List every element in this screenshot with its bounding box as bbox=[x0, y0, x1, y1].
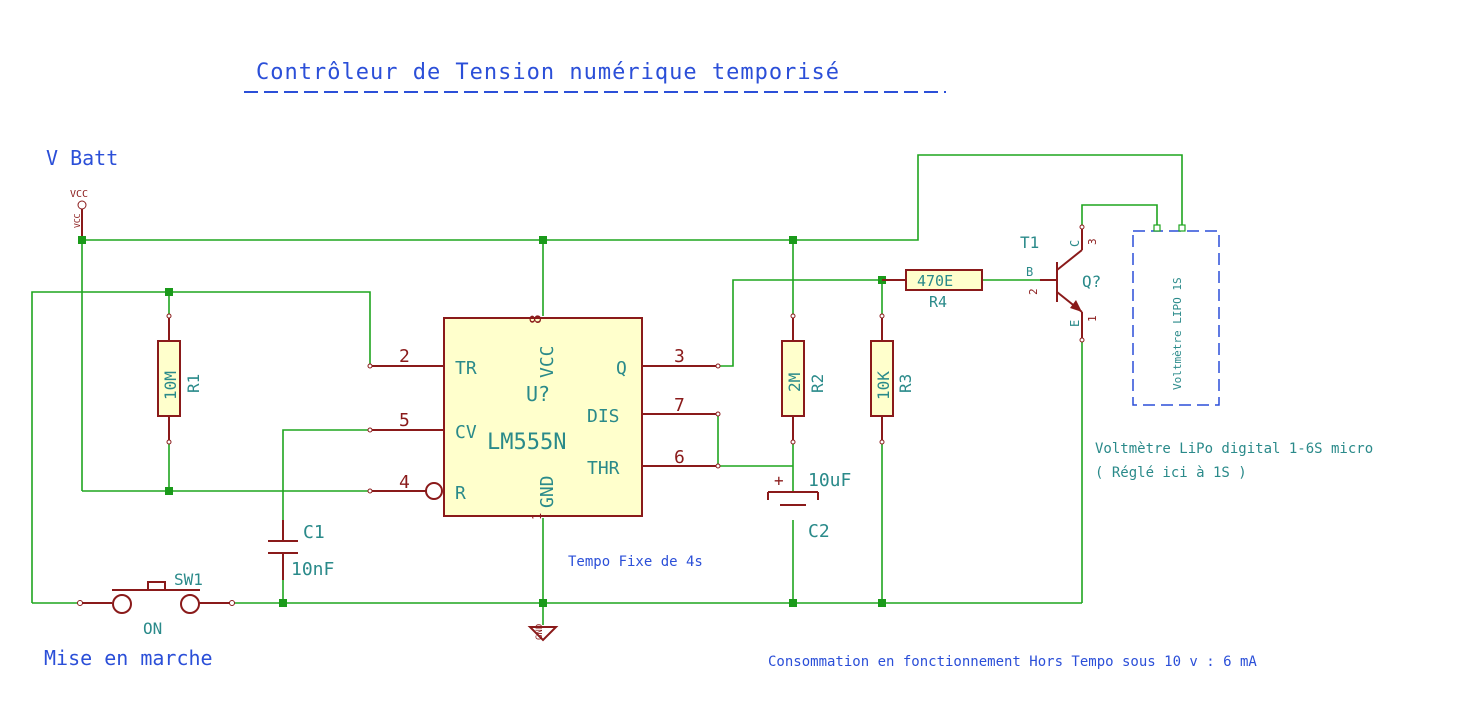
resistor-r1: 10M R1 bbox=[157, 313, 203, 445]
ic-pinnum-7: 7 bbox=[674, 395, 685, 416]
t1-ref: T1 bbox=[1020, 233, 1039, 252]
c1-ref: C1 bbox=[303, 522, 325, 543]
ic-pin-r: R bbox=[455, 483, 466, 504]
ic-ref: U? bbox=[526, 382, 550, 406]
r2-value: 2M bbox=[785, 373, 804, 392]
sw1-ref: SW1 bbox=[174, 570, 203, 589]
ic-pin-cv: CV bbox=[455, 422, 477, 443]
voltmeter-module: Voltmètre LIPO 1S bbox=[1132, 224, 1220, 406]
t1-pin-e: E bbox=[1068, 320, 1082, 327]
ic-pinnum-2: 2 bbox=[399, 346, 410, 367]
capacitor-c1: C1 10nF bbox=[268, 520, 334, 580]
ic-pin-gnd: GND bbox=[537, 475, 558, 508]
t1-value: Q? bbox=[1082, 272, 1101, 291]
c2-ref: C2 bbox=[808, 521, 830, 542]
ic-pin-tr: TR bbox=[455, 358, 477, 379]
vcc-pin-name: VCC bbox=[73, 213, 82, 228]
t1-pin-b: B bbox=[1026, 265, 1033, 279]
page-title: Contrôleur de Tension numérique temporis… bbox=[256, 60, 840, 85]
t1-pin-c: C bbox=[1068, 240, 1082, 247]
resistor-r2: 2M R2 bbox=[781, 313, 827, 445]
t1-pinnum-3: 3 bbox=[1086, 238, 1099, 245]
t1-pinnum-1: 1 bbox=[1086, 315, 1099, 322]
transistor-t1: T1 Q? B 2 C 3 E 1 bbox=[1020, 224, 1101, 343]
capacitor-c2: + 10uF C2 bbox=[767, 470, 851, 542]
ic-pinnum-4: 4 bbox=[399, 472, 410, 493]
vbatt-label: V Batt bbox=[46, 146, 118, 170]
ic-pinnum-6: 6 bbox=[674, 447, 685, 468]
ic-pinnum-3: 3 bbox=[674, 346, 685, 367]
sw1-value: ON bbox=[143, 619, 162, 638]
t1-pinnum-2: 2 bbox=[1027, 288, 1040, 295]
c2-value: 10uF bbox=[808, 470, 851, 491]
gnd-power-symbol: GND bbox=[527, 624, 559, 642]
ic-pinnum-5: 5 bbox=[399, 410, 410, 431]
voltmeter-note: ( Réglé ici à 1S ) bbox=[1095, 465, 1247, 481]
r3-value: 10K bbox=[874, 371, 893, 400]
ic-pin-dis: DIS bbox=[587, 406, 620, 427]
r1-ref: R1 bbox=[184, 374, 203, 393]
vcc-power-symbol: VCC VCC bbox=[70, 189, 88, 240]
switch-sw1: SW1 ON bbox=[77, 570, 235, 638]
ic-pinnum-8: 8 bbox=[526, 314, 545, 324]
r4-ref: R4 bbox=[929, 293, 947, 311]
resistor-r4: 470E R4 bbox=[882, 269, 983, 311]
r4-value: 470E bbox=[917, 272, 953, 290]
tempo-label: Tempo Fixe de 4s bbox=[568, 554, 703, 570]
mise-en-marche-label: Mise en marche bbox=[44, 646, 213, 670]
ic-pinnum-1: 1 bbox=[530, 513, 544, 520]
ic-lm555: TR CV R Q DIS THR VCC GND 2 5 4 3 7 6 8 … bbox=[367, 314, 721, 520]
c1-value: 10nF bbox=[291, 559, 334, 580]
c2-polarity: + bbox=[774, 471, 784, 490]
r1-value: 10M bbox=[161, 371, 180, 400]
gnd-label: GND bbox=[535, 624, 545, 640]
consommation-label: Consommation en fonctionnement Hors Temp… bbox=[768, 654, 1257, 670]
ic-value: LM555N bbox=[487, 430, 566, 455]
voltmeter-description: Voltmètre LiPo digital 1-6S micro bbox=[1095, 441, 1373, 457]
ic-pin-thr: THR bbox=[587, 458, 620, 479]
r2-ref: R2 bbox=[808, 374, 827, 393]
vcc-label: VCC bbox=[70, 189, 88, 200]
voltmeter-label: Voltmètre LIPO 1S bbox=[1171, 277, 1184, 390]
resistor-r3: 10K R3 bbox=[870, 313, 915, 445]
ic-pin-q: Q bbox=[616, 358, 627, 379]
r3-ref: R3 bbox=[896, 374, 915, 393]
ic-pin-vcc: VCC bbox=[537, 345, 558, 378]
wires bbox=[31, 154, 1183, 625]
